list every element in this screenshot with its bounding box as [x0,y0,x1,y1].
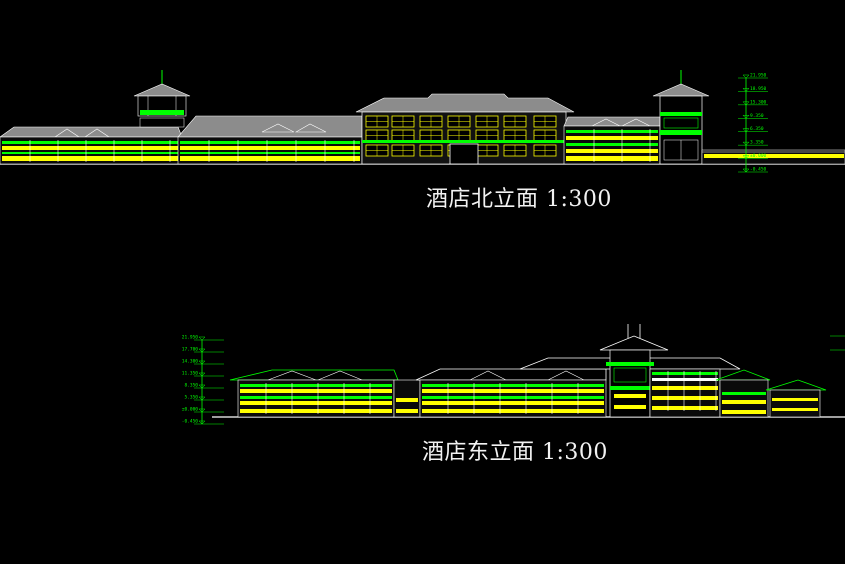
level-label: ±0.000 [182,407,199,413]
level-label: -0.450 [750,167,767,173]
level-label: 15.300 [750,99,767,105]
level-label: -0.450 [182,419,199,425]
east-tower [599,324,669,418]
north-elevation-title: 酒店北立面 1:300 [426,187,612,212]
right-tower [652,70,710,165]
level-label: 8.350 [184,383,198,389]
level-label: 21.950 [750,73,767,79]
north-elevation: 21.950 18.950 15.300 9.350 6.350 3.350 ±0.000 -… [0,70,845,173]
left-tower [133,70,191,128]
level-label: 11.350 [182,371,199,377]
level-label: 14.300 [182,359,199,365]
level-label: 6.350 [750,126,764,132]
level-label: 21.950 [182,335,199,341]
central-block [355,93,575,165]
level-label: 18.950 [750,86,767,92]
level-label: ±0.000 [750,153,767,159]
east-elevation-title: 酒店东立面 1:300 [422,440,608,465]
level-label: 17.700 [182,347,199,353]
level-label: 3.350 [750,140,764,146]
level-label: 9.350 [750,113,764,119]
east-level-markers: 21.950 17.700 14.300 11.350 8.350 5.350 ±0.000… [182,335,224,425]
east-elevation: 21.950 17.700 14.300 11.350 8.350 5.350 ±0.000… [182,324,845,425]
connector-roof-left [177,115,363,138]
north-level-markers: 21.950 18.950 15.300 9.350 6.350 3.350 ±0.000 -… [738,73,768,173]
level-label: 5.350 [184,395,198,401]
